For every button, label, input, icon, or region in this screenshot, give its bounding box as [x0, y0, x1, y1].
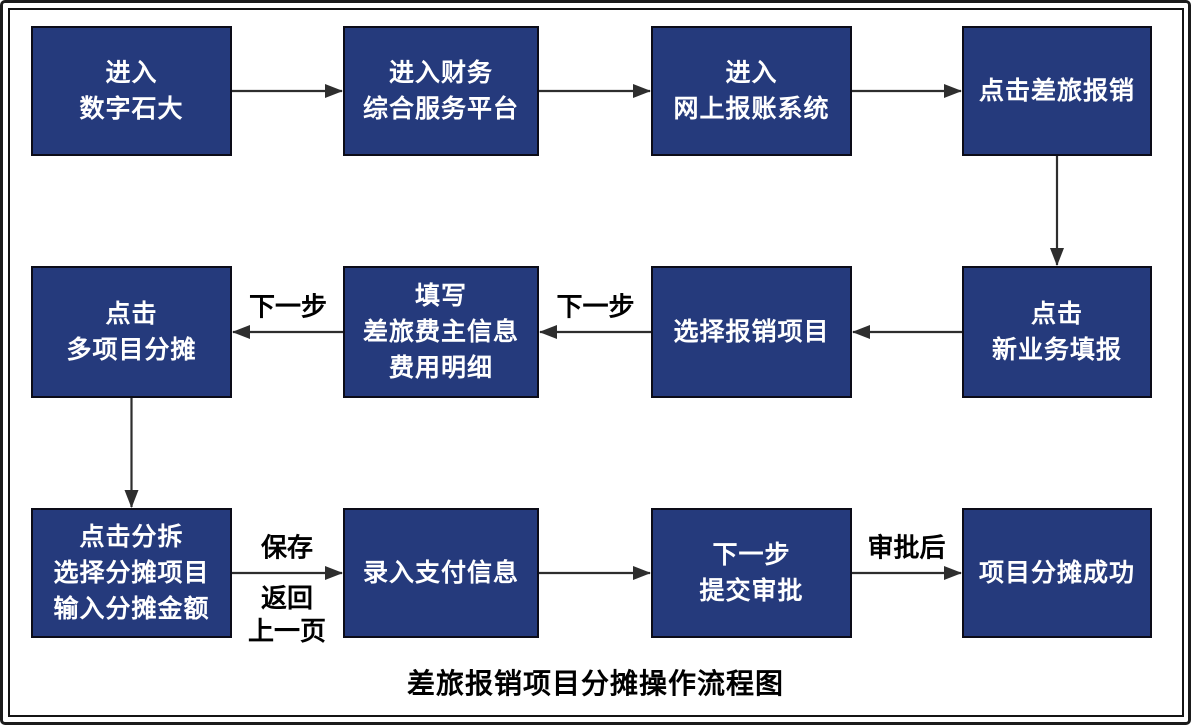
flow-node-label-line: 提交审批 [699, 577, 804, 605]
flow-node-label-line: 输入分摊金额 [53, 595, 210, 623]
flow-node-enter-finance-platform: 进入财务综合服务平台 [343, 26, 539, 156]
flow-node-label-line: 下一步 [712, 541, 791, 569]
flow-node-label-line: 填写 [414, 282, 467, 310]
flow-node-label-line: 项目分摊成功 [978, 559, 1135, 587]
flow-node-label-line: 进入 [105, 59, 158, 87]
flow-node-enter-online-reimbursement: 进入网上报账系统 [651, 26, 852, 156]
flow-node-label-line: 点击 [1030, 300, 1083, 328]
flow-node-label-line: 费用明细 [388, 354, 493, 382]
flow-node-label-line: 综合服务平台 [362, 95, 519, 123]
edge-label: 审批后 [867, 532, 946, 563]
flow-node-fill-travel-expense-info: 填写差旅费主信息费用明细 [343, 266, 539, 398]
flow-node-label-line: 进入财务 [388, 59, 493, 87]
flow-node-label-line: 选择分摊项目 [53, 559, 210, 587]
flow-node-select-reimburse-project: 选择报销项目 [651, 266, 852, 398]
flow-node-click-split-input-amount: 点击分拆选择分摊项目输入分摊金额 [31, 508, 232, 638]
flow-node-enter-payment-info: 录入支付信息 [343, 508, 539, 638]
flow-node-label-line: 多项目分摊 [66, 336, 197, 364]
diagram-title: 差旅报销项目分摊操作流程图 [406, 668, 784, 699]
flow-node-label-line: 点击 [105, 300, 158, 328]
flow-node-click-new-business: 点击新业务填报 [962, 266, 1152, 398]
flow-node-label-line: 网上报账系统 [673, 95, 830, 123]
flow-node-click-travel-reimbursement: 点击差旅报销 [962, 26, 1152, 156]
flow-node-click-multi-allocation: 点击多项目分摊 [31, 266, 232, 398]
flow-node-label-line: 数字石大 [79, 95, 184, 123]
edge-label: 下一步 [248, 291, 328, 322]
flow-node-label-line: 点击分拆 [79, 523, 184, 551]
flow-node-label-line: 新业务填报 [991, 336, 1122, 364]
flow-node-label-line: 录入支付信息 [362, 559, 519, 587]
edge-label: 保存 [260, 532, 314, 563]
edge-label: 下一步 [556, 291, 635, 322]
flow-node-allocation-success: 项目分摊成功 [962, 508, 1152, 638]
flow-node-label-line: 点击差旅报销 [978, 77, 1135, 105]
flow-node-label-line: 差旅费主信息 [362, 318, 519, 346]
flow-node-enter-digital-shida: 进入数字石大 [31, 26, 232, 156]
flow-node-label-line: 选择报销项目 [673, 318, 830, 346]
flow-node-label-line: 进入 [725, 59, 778, 87]
edge-label: 返回 上一页 [247, 583, 327, 646]
flow-node-next-submit-approval: 下一步提交审批 [651, 508, 852, 638]
